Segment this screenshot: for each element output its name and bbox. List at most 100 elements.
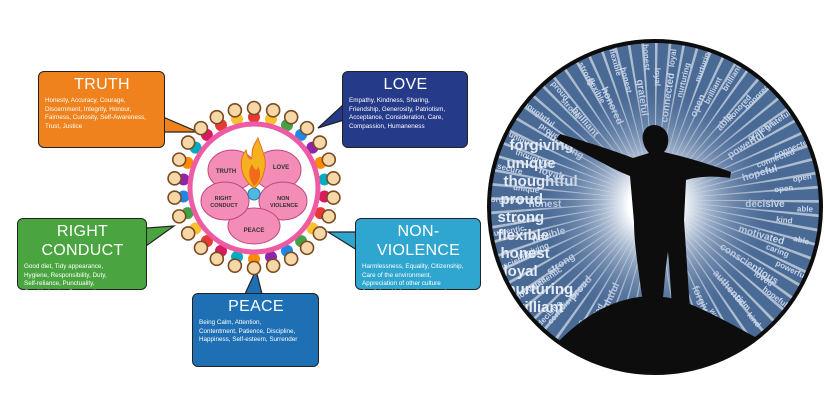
child-head — [167, 171, 182, 186]
love-title: LOVE — [383, 76, 428, 93]
word-cloud-word: able — [797, 204, 814, 214]
right-conduct-line: Good behavior, Cooperation — [24, 288, 103, 296]
word-cloud-highlight-word: nurturing — [507, 281, 574, 298]
word-cloud-highlight-word: proud — [501, 191, 544, 208]
word-cloud-word: open — [792, 172, 813, 184]
word-cloud-border — [487, 39, 823, 375]
word-cloud-highlight-word: strong — [498, 209, 545, 226]
love-callout-tail — [317, 102, 345, 129]
peace-line: Happiness, Self-esteem, Surrender — [199, 336, 298, 344]
child-head — [299, 120, 315, 136]
truth-callout-tail — [162, 116, 199, 133]
child-head — [193, 120, 209, 136]
peace-title: PEACE — [228, 298, 284, 315]
love-line: Acceptance, Consideration, Care, — [349, 114, 444, 122]
non-violence-line: & religion, Universal compassion — [362, 288, 454, 296]
love-line: Friendship, Generosity, Patriotism, — [349, 105, 446, 113]
love-line: Empathy, Kindness, Sharing, — [349, 97, 430, 104]
word-cloud-highlight-word: honest — [501, 245, 550, 262]
child-head — [227, 103, 243, 118]
flower-center — [247, 187, 261, 201]
truth-line: Honesty, Accuracy, Courage, — [45, 97, 126, 104]
hill-silhouette — [500, 296, 820, 373]
children-ring — [167, 100, 341, 276]
person-silhouette — [556, 125, 731, 310]
child-head — [321, 152, 337, 167]
child-head — [312, 226, 328, 241]
word-cloud-word: kind — [776, 215, 794, 226]
petal-non-violence — [258, 181, 308, 221]
child-head — [209, 109, 225, 125]
child-head — [312, 135, 328, 150]
child-head — [171, 209, 187, 224]
child-head — [326, 190, 341, 205]
word-cloud-word: honest — [641, 44, 652, 71]
word-cloud-word: able — [792, 234, 810, 247]
love-callout: LOVE Empathy, Kindness, Sharing, Friends… — [342, 71, 468, 148]
word-cloud-disc: decisivemotivatedconscientiousauthenticf… — [488, 41, 821, 373]
word-cloud-word: loyal — [667, 48, 678, 67]
petal-label-love: LOVE — [273, 165, 289, 171]
child-head — [167, 190, 182, 205]
truth-line: Trust, Justice — [45, 122, 83, 130]
word-cloud-word: unique — [513, 183, 541, 195]
non-violence-line: Care of the environment, — [362, 271, 432, 279]
word-cloud-highlight-word: loyal — [504, 263, 538, 280]
peace-line: Being Calm, Attention, — [199, 319, 262, 326]
rc-word-2: CONDUCT — [210, 203, 238, 209]
child-head — [180, 135, 196, 150]
peace-line: Contentment, Patience, Discipline, — [199, 327, 296, 335]
right-conduct-line: Self-reliance, Punctuality, — [24, 280, 95, 288]
nv-word-2: VIOLENCE — [270, 203, 298, 209]
peace-callout: PEACE Being Calm, Attention, Contentment… — [192, 293, 319, 367]
petal-peace — [227, 207, 281, 245]
child-head — [193, 240, 209, 256]
child-head — [283, 251, 299, 267]
child-head — [171, 152, 187, 167]
truth-line: Discernment, Integrity, Honour, — [45, 105, 132, 113]
child-head — [299, 240, 315, 256]
right-conduct-line: Good diet, Tidy appearance, — [24, 263, 104, 270]
child-head — [227, 258, 243, 273]
child-head — [321, 209, 337, 224]
truth-description: Honesty, Accuracy, Courage, Discernment,… — [45, 97, 159, 131]
petal-label-peace: PEACE — [244, 228, 265, 234]
child-head — [246, 100, 262, 116]
non-violence-title: NON-VIOLENCE — [376, 223, 461, 259]
non-violence-line: Appreciation of other culture — [362, 280, 441, 288]
child-head — [209, 251, 225, 267]
nv-word-1: NON — [277, 196, 289, 202]
non-violence-callout-tail — [325, 231, 358, 252]
petal-label-truth: TRUTH — [216, 169, 236, 175]
flame-inner — [249, 164, 261, 186]
right-conduct-callout: RIGHT CONDUCT Good diet, Tidy appearance… — [17, 218, 147, 296]
right-conduct-callout-tail — [145, 225, 177, 248]
child-head — [326, 171, 341, 186]
right-conduct-description: Good diet, Tidy appearance, Hygiene, Res… — [24, 263, 141, 297]
petal-label-right-conduct: RIGHT CONDUCT — [210, 196, 238, 209]
child-head — [265, 258, 281, 273]
right-conduct-title: RIGHT CONDUCT — [41, 223, 124, 259]
word-cloud-word: secure — [512, 214, 539, 226]
non-violence-line: Harmlessness, Equality, Citizenship, — [362, 263, 464, 270]
word-cloud-highlight-word: flexible — [498, 227, 550, 244]
flower: TRUTH LOVE NON VIOLENCE PEACE RIGHT COND… — [200, 136, 308, 245]
truth-title: TRUTH — [74, 76, 130, 93]
word-cloud-word: loyal — [653, 68, 662, 86]
child-head — [246, 260, 262, 276]
petal-right-conduct — [200, 181, 250, 221]
word-cloud-word: forgiving — [488, 195, 523, 205]
truth-callout: TRUTH Honesty, Accuracy, Courage, Discer… — [38, 71, 165, 148]
truth-line: Fairness, Curiosity, Self-Awareness, — [45, 114, 146, 122]
word-cloud-word: open — [774, 183, 794, 194]
child-head — [265, 103, 281, 118]
non-violence-description: Harmlessness, Equality, Citizenship, Car… — [362, 263, 475, 297]
non-violence-callout: NON-VIOLENCE Harmlessness, Equality, Cit… — [355, 218, 481, 296]
love-line: Compassion, Humaneness — [349, 122, 425, 130]
right-conduct-line: Hygiene, Responsibility, Duty, — [24, 271, 107, 279]
rc-word-1: RIGHT — [215, 196, 233, 202]
love-description: Empathy, Kindness, Sharing, Friendship, … — [349, 97, 462, 131]
child-head — [283, 109, 299, 125]
petal-label-non-violence: NON VIOLENCE — [270, 196, 298, 209]
